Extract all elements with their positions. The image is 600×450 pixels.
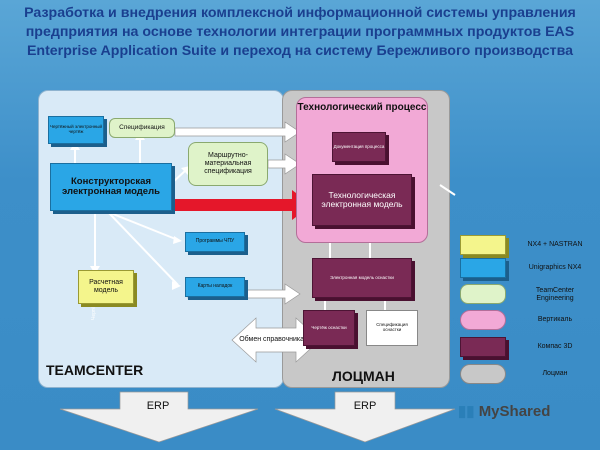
legend-swatch-lotsman (460, 364, 506, 384)
tech-process-label: Технологический процесс (297, 102, 427, 113)
exchange-label: Обмен справочниками (239, 336, 313, 344)
kid-box[interactable]: Конструкторская электронная модель (50, 163, 172, 211)
tech-docs-box[interactable]: Документация процесса (332, 132, 386, 162)
tooling-spec-label: Спецификация оснастки (376, 322, 408, 332)
spec-box[interactable]: Спецификация (109, 118, 175, 138)
nc-label: Программы ЧПУ (195, 238, 235, 245)
tech-model-label: Технологическая электронная модель (321, 189, 403, 209)
legend-label-nx4-nastran: NX4 + NASTRAN (527, 241, 583, 248)
tech-model-box[interactable]: Технологическая электронная модель (312, 174, 412, 226)
erp-right-arrow (274, 391, 456, 443)
erp-left-arrow (59, 391, 259, 443)
spec-label: Спецификация (119, 124, 165, 132)
erp-right-text: ERP (353, 400, 377, 412)
calc-label: Расчетная модель (89, 279, 123, 294)
erp-right-label: ERP (335, 400, 395, 412)
legend-label-unigraphics: Unigraphics NX4 (528, 264, 582, 271)
legend-label-lotsman: Лоцман (542, 370, 568, 377)
teamcenter-label: TEAMCENTER (46, 362, 144, 378)
watermark-icon: ▮▮ (458, 403, 475, 420)
tooling-drawing-box[interactable]: Чертёж оснастки (303, 310, 355, 346)
red-arrow (172, 190, 312, 220)
legend-label-teamcenter: TeamCenter Engineering (535, 287, 575, 303)
maps-box[interactable]: Карты наладок (185, 277, 245, 297)
legend-swatch-unigraphics (460, 258, 506, 278)
kid-label: Конструкторская электронная модель (62, 175, 160, 197)
route-label: Маршрутно-материальная спецификация (204, 152, 252, 175)
electronic-model-label: Электронная модель оснастки (330, 274, 394, 280)
lotsman-label: ЛОЦМАН (332, 368, 395, 384)
erp-left-label: ERP (130, 400, 186, 412)
tech-docs-label: Документация процесса (333, 143, 385, 149)
arrow-route-to-lotsman (267, 153, 301, 175)
page-title: Разработка и внедрения комплексной инфор… (24, 5, 576, 59)
route-box[interactable]: Маршрутно-материальная спецификация (188, 142, 268, 186)
maps-label: Карты наладок (197, 283, 233, 290)
arrow-spec-to-lotsman (174, 121, 301, 143)
tooling-spec-box[interactable]: Спецификация оснастки (366, 310, 418, 346)
legend-swatch-nx4-nastran (460, 235, 506, 255)
exchange-label-box: Обмен справочниками (232, 328, 320, 352)
drawing-label: Чертёжный электронный чертёж (49, 124, 103, 134)
electronic-model-box[interactable]: Электронная модель оснастки (312, 258, 412, 298)
legend-label-kompas: Компас 3D (537, 343, 573, 350)
calc-box[interactable]: Расчетная модель (78, 270, 134, 304)
legend-swatch-kompas (460, 337, 506, 357)
erp-left-text: ERP (146, 400, 170, 412)
svg-text:Чертёж: Чертёж (91, 302, 97, 320)
watermark: ▮▮ MyShared (458, 402, 550, 420)
watermark-text: MyShared (478, 403, 551, 420)
drawing-box[interactable]: Чертёжный электронный чертёж (48, 116, 104, 144)
tooling-drawing-label: Чертёж оснастки (311, 324, 347, 330)
nc-box[interactable]: Программы ЧПУ (185, 232, 245, 252)
legend-swatch-vertikal (460, 310, 506, 330)
legend-label-vertikal: Вертикаль (537, 316, 573, 323)
legend-swatch-teamcenter (460, 284, 506, 304)
